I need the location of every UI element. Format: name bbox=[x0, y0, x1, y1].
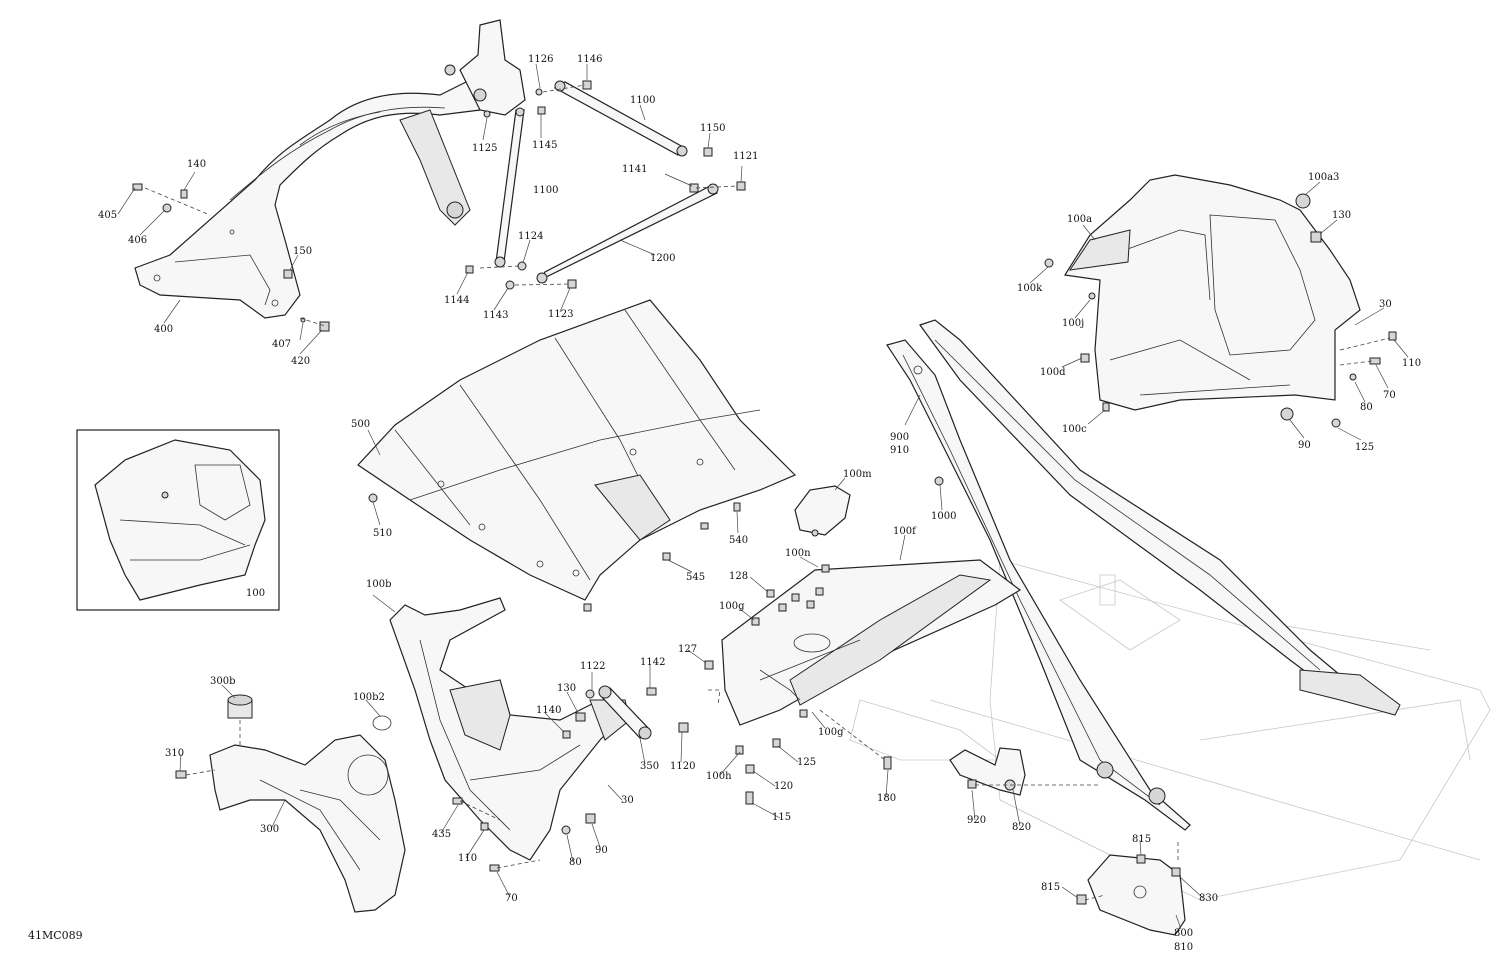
callout-label: 820 bbox=[1012, 822, 1031, 833]
cage-bar-400 bbox=[134, 19, 526, 319]
callout-label: 1121 bbox=[733, 151, 758, 162]
callout-label: 310 bbox=[165, 748, 184, 759]
callout-label: 80 bbox=[1360, 402, 1373, 413]
callout-label: 128 bbox=[729, 571, 748, 582]
callout-label: 1145 bbox=[532, 140, 557, 151]
front-frame-100a bbox=[1044, 174, 1397, 428]
callout-label: 110 bbox=[1402, 358, 1421, 369]
callout-label: 405 bbox=[98, 210, 117, 221]
callout-label: 435 bbox=[432, 829, 451, 840]
callout-label: 100k bbox=[1017, 283, 1043, 294]
callout-label: 127 bbox=[678, 644, 697, 655]
callout-label: 815 bbox=[1132, 834, 1151, 845]
tie-rods bbox=[494, 80, 719, 284]
callout-label: 1141 bbox=[622, 164, 647, 175]
callout-label: 910 bbox=[890, 445, 909, 456]
callout-label: 815 bbox=[1041, 882, 1060, 893]
callout-label: 180 bbox=[877, 793, 896, 804]
callout-label: 1122 bbox=[580, 661, 605, 672]
callout-label: 830 bbox=[1199, 893, 1218, 904]
callout-label: 407 bbox=[272, 339, 291, 350]
callout-label: 110 bbox=[458, 853, 477, 864]
callout-label: 100m bbox=[843, 469, 872, 480]
lower-frame-300 bbox=[175, 694, 406, 913]
callout-label: 100a bbox=[1067, 214, 1092, 225]
callout-label: 545 bbox=[686, 572, 705, 583]
callout-label: 510 bbox=[373, 528, 392, 539]
callout-label: 100c bbox=[1062, 424, 1087, 435]
callout-label: 400 bbox=[154, 324, 173, 335]
diagonal-rails-900-910 bbox=[886, 319, 1401, 831]
rear-frame-100b bbox=[372, 597, 689, 872]
callout-label: 100g bbox=[818, 727, 844, 738]
callout-label: 300b bbox=[210, 676, 236, 687]
callout-label: 1143 bbox=[483, 310, 508, 321]
callout-label: 810 bbox=[1174, 942, 1193, 953]
hardware-top bbox=[132, 80, 746, 332]
diagram-code: 41MC089 bbox=[28, 929, 83, 942]
callout-label: 1120 bbox=[670, 761, 695, 772]
callout-label: 100d bbox=[1040, 367, 1066, 378]
callout-label: 100f bbox=[893, 526, 917, 537]
callout-label: 140 bbox=[187, 159, 206, 170]
callout-label: 100g bbox=[719, 601, 745, 612]
callout-label: 500 bbox=[351, 419, 370, 430]
callout-label: 90 bbox=[595, 845, 608, 856]
callout-label: 70 bbox=[1383, 390, 1396, 401]
callout-label: 1100 bbox=[630, 95, 655, 106]
inset-assembly-100 bbox=[76, 429, 280, 611]
plate-100f bbox=[704, 485, 1022, 805]
callout-label: 100h bbox=[706, 771, 732, 782]
callout-label: 1140 bbox=[536, 705, 561, 716]
callout-label: 1000 bbox=[931, 511, 956, 522]
callout-label: 900 bbox=[890, 432, 909, 443]
callout-label: 1100 bbox=[533, 185, 558, 196]
callout-label: 125 bbox=[797, 757, 816, 768]
callout-label: 100a3 bbox=[1308, 172, 1339, 183]
callout-label: 100n bbox=[785, 548, 811, 559]
callout-label: 30 bbox=[1379, 299, 1392, 310]
callout-label: 1200 bbox=[650, 253, 675, 264]
callout-label: 70 bbox=[505, 893, 518, 904]
callout-label: 30 bbox=[621, 795, 634, 806]
callout-label: 125 bbox=[1355, 442, 1374, 453]
callout-label: 130 bbox=[557, 683, 576, 694]
callout-label: 300 bbox=[260, 824, 279, 835]
callout-label: 1150 bbox=[700, 123, 725, 134]
callout-label: 120 bbox=[774, 781, 793, 792]
callout-label: 1126 bbox=[528, 54, 553, 65]
callout-label: 540 bbox=[729, 535, 748, 546]
callout-label: 350 bbox=[640, 761, 659, 772]
callout-label: 100b bbox=[366, 579, 392, 590]
leader-lines bbox=[117, 63, 1409, 930]
callout-label: 420 bbox=[291, 356, 310, 367]
bracket-820 bbox=[949, 747, 1100, 796]
callout-label: 130 bbox=[1332, 210, 1351, 221]
callout-label: 80 bbox=[569, 857, 582, 868]
skid-plate-500 bbox=[357, 299, 797, 612]
callout-label: 800 bbox=[1174, 928, 1193, 939]
callout-label: 1123 bbox=[548, 309, 573, 320]
callout-label: 1125 bbox=[472, 143, 497, 154]
callout-label: 920 bbox=[967, 815, 986, 826]
callout-label: 1146 bbox=[577, 54, 602, 65]
callout-label: 150 bbox=[293, 246, 312, 257]
callout-label: 90 bbox=[1298, 440, 1311, 451]
callout-label: 100 bbox=[246, 588, 265, 599]
callout-labels: 1126 1146 1100 1150 1121 1141 1125 1145 … bbox=[98, 54, 1421, 953]
callout-label: 1124 bbox=[518, 231, 543, 242]
callout-label: 100j bbox=[1062, 318, 1084, 329]
callout-label: 1142 bbox=[640, 657, 665, 668]
bracket-800-810 bbox=[1076, 840, 1186, 936]
callout-label: 406 bbox=[128, 235, 147, 246]
callout-label: 100b2 bbox=[353, 692, 385, 703]
callout-label: 1144 bbox=[444, 295, 469, 306]
callout-label: 115 bbox=[772, 812, 791, 823]
